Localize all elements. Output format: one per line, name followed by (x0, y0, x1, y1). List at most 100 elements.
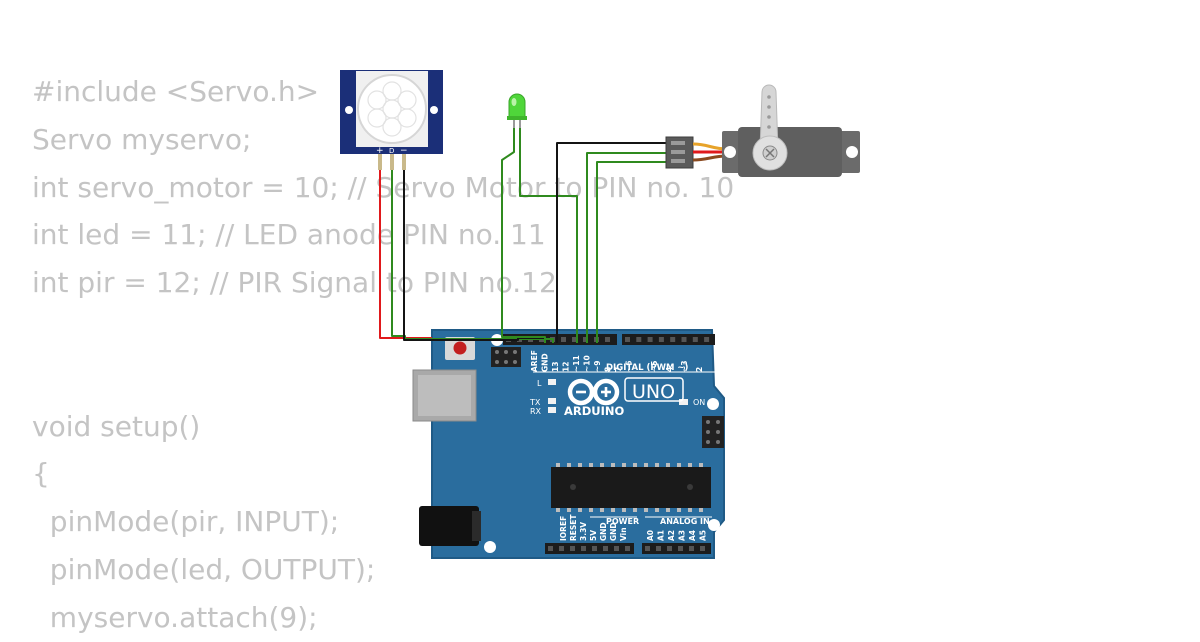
digital-pin-label: 8 (604, 367, 613, 372)
digital-pin-label: ~10 (583, 355, 592, 372)
digital-pin-label: 7 (614, 367, 623, 372)
digital-pin-label: ~6 (625, 360, 634, 372)
header-pin-hole (583, 337, 588, 342)
analog-pin-label: A2 (667, 530, 676, 541)
header-pin-hole (678, 546, 683, 551)
code-line: void setup() (32, 409, 201, 443)
chip-leg (567, 508, 571, 512)
rx-led-icon (548, 407, 556, 413)
chip-leg (622, 508, 626, 512)
pir-pin (390, 154, 394, 170)
green-led[interactable] (507, 93, 527, 128)
code-line: myservo.attach(9); (32, 600, 318, 634)
wire-pir-vcc[interactable] (379, 152, 432, 339)
chip-leg (578, 463, 582, 467)
header-pin-hole (592, 546, 597, 551)
digital-pin-label: 12 (562, 362, 571, 372)
icsp-header-right (702, 416, 724, 448)
chip-leg (600, 463, 604, 467)
power-pin-label: 3.3V (579, 522, 588, 541)
arduino-infinity-logo-icon (567, 378, 620, 406)
header-pin-hole (645, 546, 650, 551)
uno-badge (624, 377, 684, 402)
chip-leg (589, 508, 593, 512)
digital-pin-label: ~3 (680, 360, 689, 372)
wire-pir-signal[interactable] (391, 152, 554, 343)
led-bulb (508, 93, 526, 119)
pir-pin (378, 154, 382, 170)
servo-horn-hole (767, 115, 771, 119)
power-pin-label: GND (599, 522, 608, 541)
rx-led-label: RX (530, 407, 542, 416)
power-label: POWER (606, 517, 639, 526)
chip-leg (666, 508, 670, 512)
power-pin-label: RESET (569, 514, 578, 541)
pir-pin-vcc-label: + (376, 146, 384, 156)
digital-pin-label: 13 (551, 362, 560, 372)
power-jack (419, 506, 479, 546)
chip-leg (633, 463, 637, 467)
header-pin-hole (561, 337, 566, 342)
wire-servo-signal[interactable] (596, 161, 668, 343)
l-led-label: L (537, 379, 542, 388)
mounting-hole (484, 541, 496, 553)
pir-lens-facets (367, 81, 417, 137)
code-line: pinMode(pir, INPUT); (32, 505, 340, 539)
mounting-hole (708, 519, 720, 531)
wire-led-anode[interactable] (519, 126, 578, 343)
code-line: #include <Servo.h> (32, 75, 320, 108)
digital-pin-label: ~5 (650, 360, 659, 372)
tx-led-label: TX (529, 398, 541, 407)
digital-pin-label: AREF (530, 350, 539, 372)
pir-mount-hole (430, 106, 438, 114)
digital-pin-label: ~11 (572, 355, 581, 372)
digital-pin-label: RX 0 (731, 353, 740, 372)
header-pin-hole (656, 546, 661, 551)
pir-lens-dome (357, 74, 427, 144)
chip-leg (699, 463, 703, 467)
servo-connector (665, 136, 694, 169)
chip-leg (655, 508, 659, 512)
wire-pir-gnd[interactable] (403, 152, 545, 341)
header-pin-hole (570, 546, 575, 551)
atmega-chip (551, 463, 711, 512)
header-pin-hole (704, 337, 710, 342)
power-pin-label: Vin (619, 527, 628, 541)
chip-leg (556, 508, 560, 512)
analog-pin-label: A0 (646, 530, 655, 541)
servo-motor[interactable] (665, 84, 860, 177)
screw-cross-icon (765, 148, 775, 158)
header-pin-hole (625, 337, 630, 342)
header-pin-hole (689, 546, 694, 551)
on-led-label: ON (693, 398, 705, 407)
servo-horn-hole (767, 95, 771, 99)
code-line: { (32, 457, 50, 491)
header-pin-hole (667, 546, 672, 551)
code-line: Servo myservo; (32, 122, 252, 156)
header-pin-hole (605, 337, 610, 342)
digital-pin-label: 2 (695, 367, 704, 372)
pir-pin-signal-label: D (389, 147, 394, 155)
wire-servo-gnd[interactable] (556, 142, 668, 343)
digital-pin-label: TX 1 (719, 353, 728, 372)
chip-leg (578, 508, 582, 512)
header-pin-hole (603, 546, 608, 551)
on-led-icon (679, 399, 688, 405)
chip-leg (688, 463, 692, 467)
pir-pin (402, 154, 406, 170)
pir-motion-sensor[interactable]: + D − (340, 70, 443, 170)
servo-horn-hole (767, 125, 771, 129)
chip-leg (644, 508, 648, 512)
chip-leg (677, 463, 681, 467)
header-pin-hole (647, 337, 653, 342)
header-pin-hole (614, 546, 619, 551)
chip-leg (633, 508, 637, 512)
wire-servo-vcc[interactable] (586, 152, 668, 343)
wire-led-cathode[interactable] (501, 126, 546, 343)
servo-horn-hole (767, 105, 771, 109)
l-led-icon (548, 379, 556, 385)
reset-button[interactable] (453, 341, 467, 355)
tx-led-icon (548, 398, 556, 404)
power-pin-label: 5V (589, 530, 598, 541)
